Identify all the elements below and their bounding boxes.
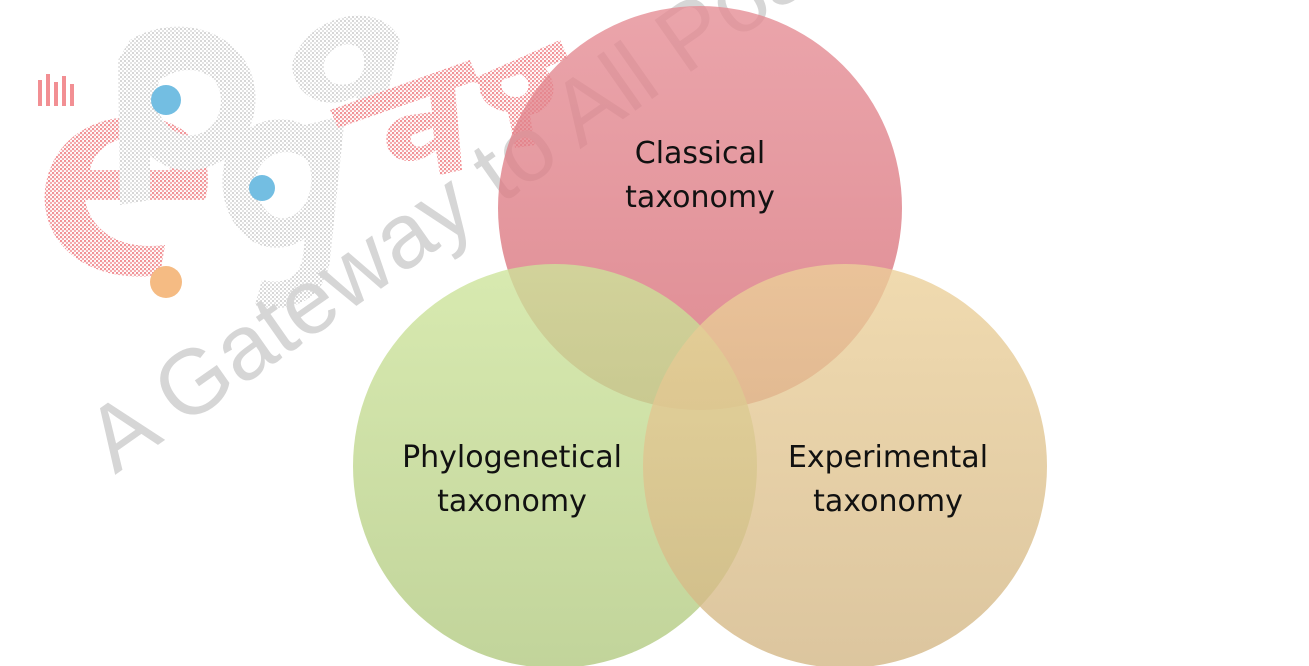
label-experimental-line2: taxonomy [813, 484, 963, 519]
venn-labels: Classical taxonomy Phylogenetical taxono… [402, 136, 988, 519]
venn-circle-experimental [643, 264, 1047, 666]
label-classical-line2: taxonomy [625, 180, 775, 215]
label-phylogenetical-line2: taxonomy [437, 484, 587, 519]
logo-p-shape [118, 26, 256, 205]
venn-circle-phylogenetical [353, 264, 757, 666]
logo-orange-dot [150, 266, 182, 298]
epathshala-logo-watermark [38, 15, 568, 308]
logo-hindi-shape [330, 60, 478, 175]
label-phylogenetical-line1: Phylogenetical [402, 440, 622, 475]
label-classical-line1: Classical [635, 136, 765, 171]
venn-circles [353, 6, 1047, 666]
label-experimental-line1: Experimental [788, 440, 988, 475]
logo-hindi-shape [470, 40, 568, 148]
logo-a-shape [292, 15, 400, 105]
logo-blue-dot [249, 175, 275, 201]
logo-blue-dot [151, 85, 181, 115]
people-icon [38, 74, 74, 106]
logo-g-shape [222, 115, 345, 308]
